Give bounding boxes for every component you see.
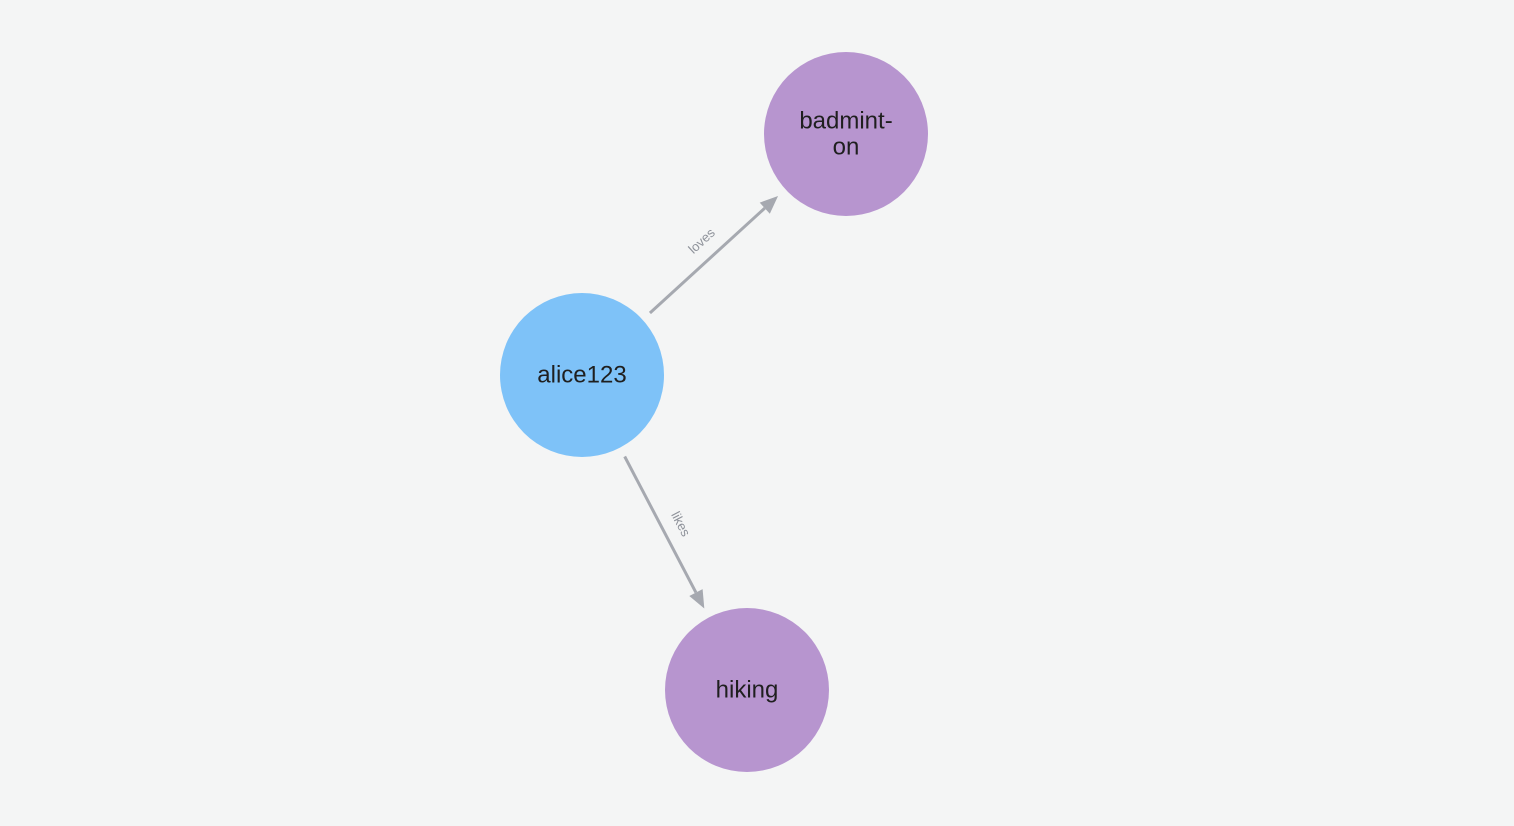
edge-arrowhead-icon	[689, 589, 705, 609]
node-badminton: badmint-on	[764, 52, 928, 216]
edge-likes: likes	[623, 455, 705, 609]
edge-line[interactable]	[623, 455, 698, 594]
edge-arrowhead-icon	[759, 196, 779, 214]
node-circle[interactable]	[500, 293, 664, 457]
edge-line[interactable]	[648, 207, 766, 315]
edge-label[interactable]: likes	[668, 509, 694, 539]
edge-label[interactable]: loves	[685, 225, 718, 257]
node-label: hiking	[716, 677, 779, 704]
node-alice123: alice123	[500, 293, 664, 457]
node-circle[interactable]	[665, 608, 829, 772]
node-label: alice123	[537, 362, 626, 389]
node-hiking: hiking	[665, 608, 829, 772]
node-label: badmint-on	[799, 108, 892, 161]
node-circle[interactable]	[764, 52, 928, 216]
edge-loves: loves	[648, 196, 779, 315]
